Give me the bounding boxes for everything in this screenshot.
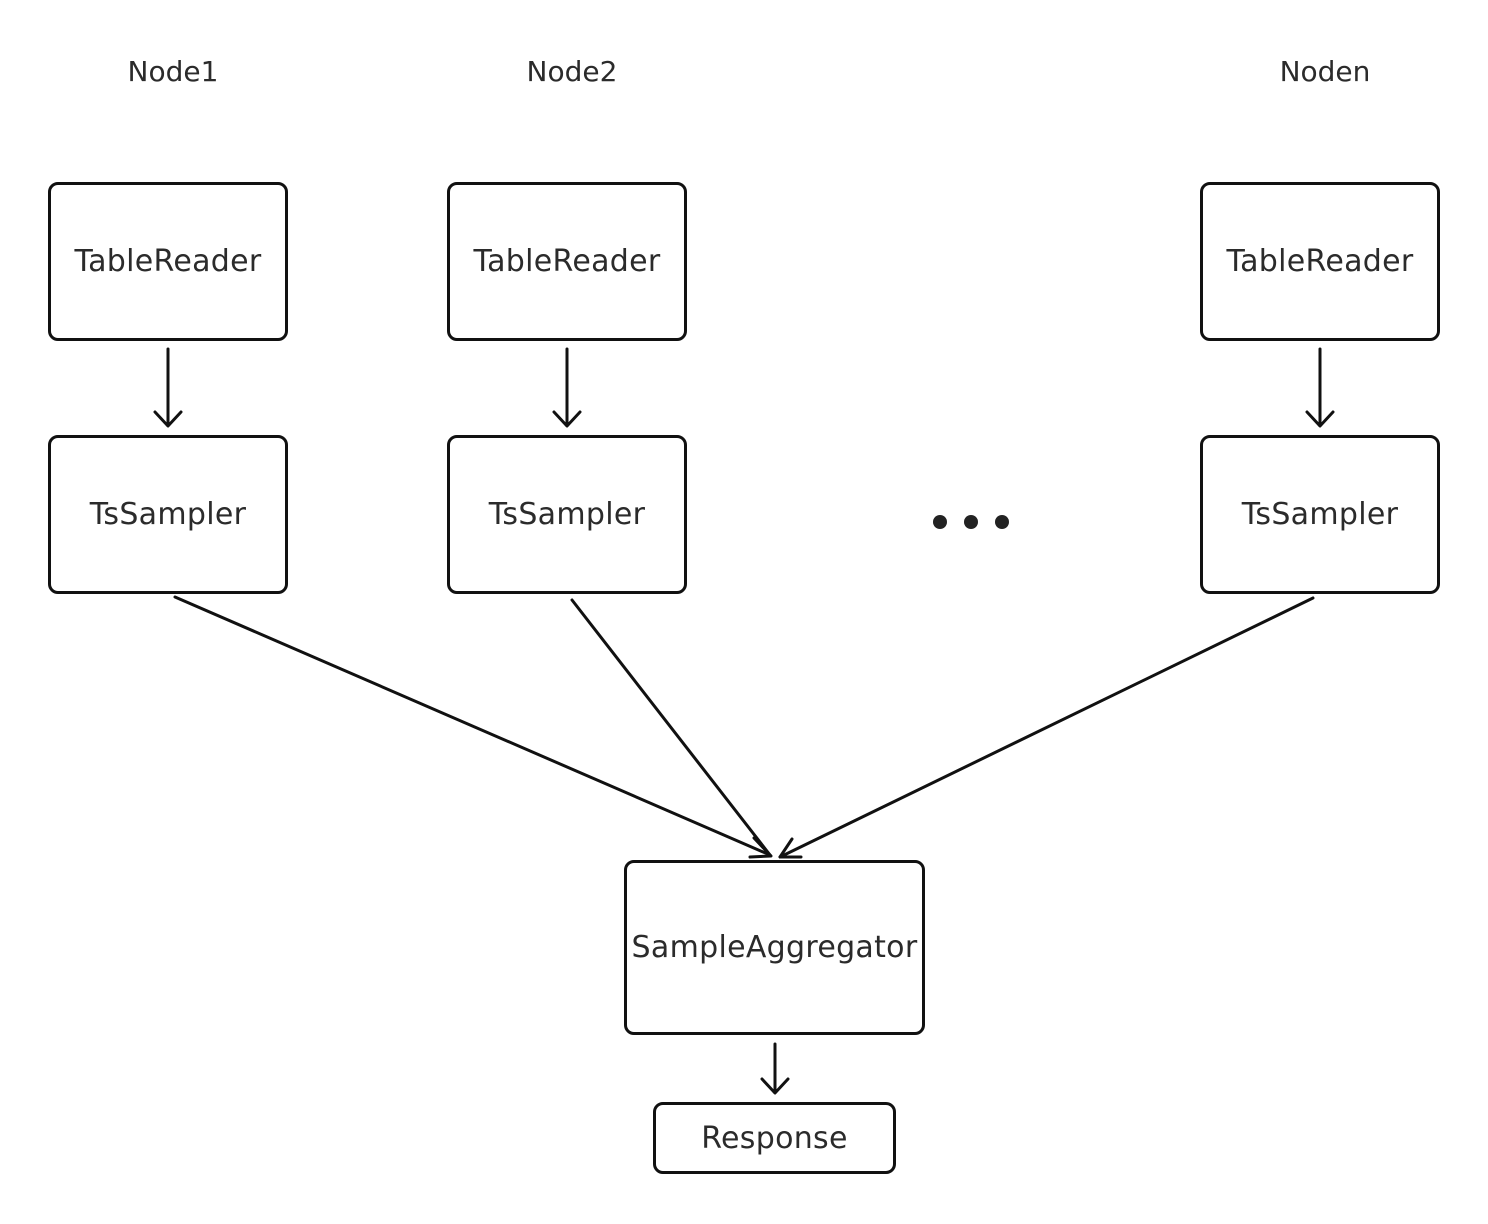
arrow-node2-sampler-to-aggregator: [570, 598, 772, 857]
node2-tssampler-box: TsSampler: [447, 435, 687, 594]
noden-tablereader-label: TableReader: [1226, 244, 1414, 279]
noden-tssampler-box: TsSampler: [1200, 435, 1440, 594]
node-title-2: Node2: [526, 55, 618, 88]
ellipsis-dot-2: [964, 515, 978, 529]
node1-tablereader-box: TableReader: [48, 182, 288, 341]
node2-tssampler-label: TsSampler: [488, 497, 646, 532]
sampleaggregator-label: SampleAggregator: [631, 930, 918, 965]
sampleaggregator-box: SampleAggregator: [624, 860, 925, 1035]
node-title-1: Node1: [127, 55, 219, 88]
noden-tablereader-box: TableReader: [1200, 182, 1440, 341]
node1-tablereader-label: TableReader: [74, 244, 262, 279]
ellipsis-dot-1: [933, 515, 947, 529]
node-title-n: Noden: [1279, 55, 1371, 88]
ellipsis-dot-3: [995, 515, 1009, 529]
node1-tssampler-box: TsSampler: [48, 435, 288, 594]
node2-tablereader-box: TableReader: [447, 182, 687, 341]
response-box: Response: [653, 1102, 896, 1174]
node1-tssampler-label: TsSampler: [89, 497, 247, 532]
arrow-noden-sampler-to-aggregator: [778, 596, 1315, 859]
response-label: Response: [701, 1120, 848, 1156]
arrow-node1-sampler-to-aggregator: [173, 595, 772, 857]
noden-tssampler-label: TsSampler: [1241, 497, 1399, 532]
node2-tablereader-label: TableReader: [473, 244, 661, 279]
